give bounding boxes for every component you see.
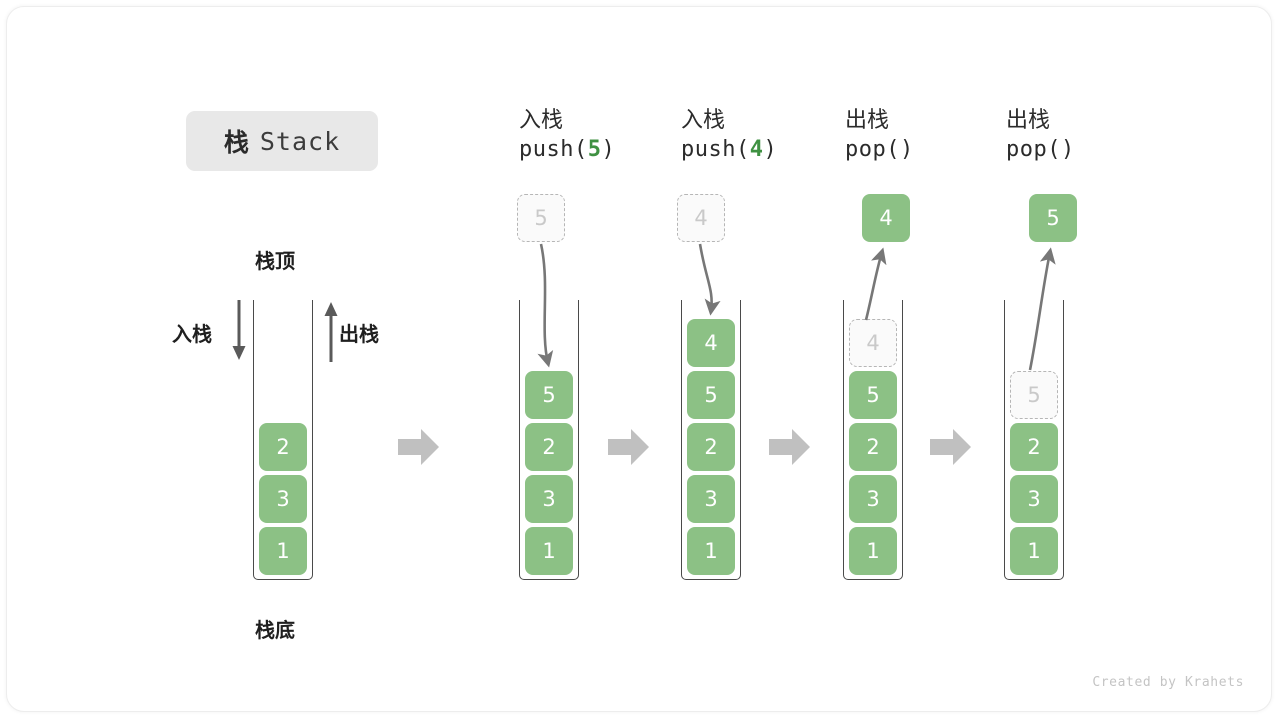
header-code-prefix: pop(: [845, 137, 900, 163]
header-code-suffix: ): [601, 137, 616, 163]
stack-cell: 2: [849, 423, 897, 471]
stack-cell: 2: [687, 423, 735, 471]
column-header-push-4: 入栈 push(4): [681, 106, 777, 164]
popped-value-box: 5: [1029, 194, 1077, 242]
incoming-value-ghost-box: 4: [677, 194, 725, 242]
push-direction-label: 入栈: [172, 322, 212, 346]
step-arrow-icon: [930, 429, 971, 465]
header-code-suffix: ): [1060, 137, 1075, 163]
header-cn: 出栈: [1006, 108, 1051, 133]
header-code: push(4): [681, 135, 777, 164]
header-code-prefix: push(: [519, 137, 588, 163]
step-arrow-icon: [769, 429, 810, 465]
header-cn: 入栈: [681, 108, 726, 133]
stack-cell: 5: [849, 371, 897, 419]
credit-text: Created by Krahets: [1092, 675, 1244, 690]
stack-container-pop-2: [1004, 300, 1064, 580]
pop-direction-label: 出栈: [339, 322, 379, 346]
header-code: push(5): [519, 135, 615, 164]
header-code: pop(): [845, 135, 914, 164]
stack-cell: 4: [687, 319, 735, 367]
title-badge: 栈 Stack: [186, 111, 378, 171]
header-code-prefix: pop(: [1006, 137, 1061, 163]
stack-container-push-4: [681, 300, 741, 580]
stack-cell: 1: [849, 527, 897, 575]
title-en: Stack: [259, 126, 341, 156]
header-code-arg: 4: [749, 137, 764, 163]
stack-cell: 2: [525, 423, 573, 471]
stack-container-initial: [253, 300, 313, 580]
header-code: pop(): [1006, 135, 1075, 164]
stack-cell: 5: [687, 371, 735, 419]
stack-cell: 3: [525, 475, 573, 523]
push-direction-arrow-icon: [232, 300, 246, 360]
stack-cell: 2: [259, 423, 307, 471]
stack-cell: 1: [1010, 527, 1058, 575]
stack-cell: 3: [259, 475, 307, 523]
stack-cell: 1: [259, 527, 307, 575]
column-header-pop-2: 出栈 pop(): [1006, 106, 1075, 164]
stack-cell: 1: [525, 527, 573, 575]
header-code-arg: 5: [587, 137, 602, 163]
title-cn: 栈: [223, 128, 249, 157]
removed-value-ghost-cell: 4: [849, 319, 897, 367]
header-cn: 入栈: [519, 108, 564, 133]
stack-top-label: 栈顶: [255, 249, 295, 273]
stack-cell: 2: [1010, 423, 1058, 471]
header-code-suffix: ): [899, 137, 914, 163]
stack-cell: 3: [687, 475, 735, 523]
stack-container-push-5: [519, 300, 579, 580]
step-arrow-icon: [608, 429, 649, 465]
stack-bottom-label: 栈底: [255, 618, 295, 642]
incoming-value-ghost-box: 5: [517, 194, 565, 242]
step-arrow-icon: [398, 429, 439, 465]
removed-value-ghost-cell: 5: [1010, 371, 1058, 419]
header-cn: 出栈: [845, 108, 890, 133]
column-header-push-5: 入栈 push(5): [519, 106, 615, 164]
popped-value-box: 4: [862, 194, 910, 242]
stack-cell: 1: [687, 527, 735, 575]
stack-cell: 3: [1010, 475, 1058, 523]
pop-direction-arrow-icon: [324, 302, 338, 362]
stack-cell: 5: [525, 371, 573, 419]
column-header-pop-1: 出栈 pop(): [845, 106, 914, 164]
stack-container-pop-1: [843, 300, 903, 580]
stack-cell: 3: [849, 475, 897, 523]
header-code-suffix: ): [763, 137, 778, 163]
header-code-prefix: push(: [681, 137, 750, 163]
